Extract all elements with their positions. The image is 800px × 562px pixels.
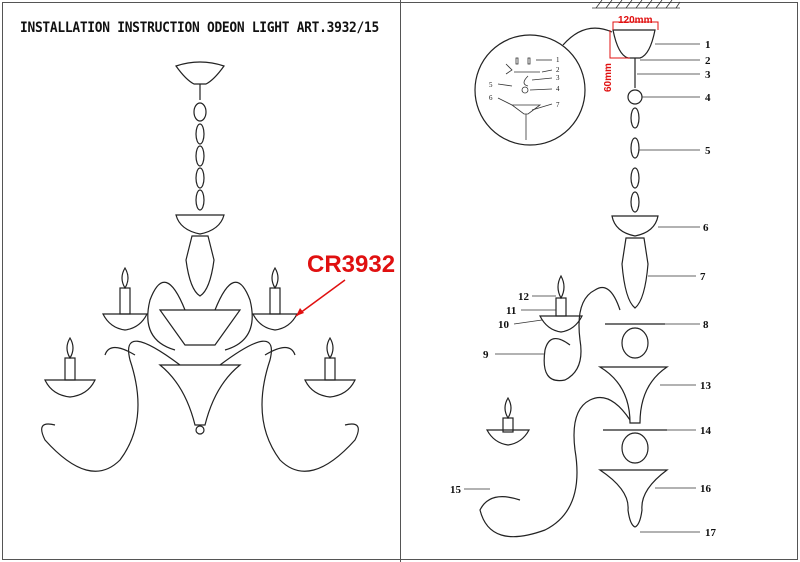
inset-label-2: 2 — [556, 66, 560, 74]
callout-8: 8 — [703, 319, 709, 331]
callout-12: 12 — [518, 291, 530, 303]
detail-inset: 1 2 3 4 5 6 7 — [474, 27, 613, 146]
inset-label-1: 1 — [556, 56, 560, 64]
dimension-height: 60mm — [603, 63, 614, 92]
callout-1: 1 — [705, 39, 711, 51]
inset-label-7: 7 — [556, 101, 560, 109]
callout-5: 5 — [705, 145, 711, 157]
model-label-arrow — [295, 279, 346, 317]
callout-4: 4 — [705, 92, 711, 104]
exploded-chandelier-drawing — [479, 29, 669, 538]
callout-leaders — [464, 43, 700, 533]
page-divider — [400, 0, 401, 562]
model-label: CR3932 — [307, 251, 395, 278]
inset-label-4: 4 — [556, 85, 560, 93]
inset-label-3: 3 — [556, 74, 560, 82]
inset-label-5: 5 — [489, 81, 493, 89]
callout-2: 2 — [705, 55, 711, 67]
dimension-width: 120mm — [618, 15, 653, 26]
callout-3: 3 — [705, 69, 711, 81]
dimension-lines — [609, 21, 659, 59]
callout-15: 15 — [450, 484, 462, 496]
callout-13: 13 — [700, 380, 712, 392]
callout-10: 10 — [498, 319, 510, 331]
page-title: INSTALLATION INSTRUCTION ODEON LIGHT ART… — [20, 20, 379, 36]
ceiling-hatch — [592, 0, 681, 9]
callout-9: 9 — [483, 349, 489, 361]
callout-6: 6 — [703, 222, 709, 234]
callout-14: 14 — [700, 425, 712, 437]
callout-11: 11 — [506, 305, 516, 317]
arrow-head-icon — [296, 308, 304, 316]
callout-16: 16 — [700, 483, 712, 495]
callout-7: 7 — [700, 271, 706, 283]
callout-17: 17 — [705, 527, 717, 539]
assembled-chandelier-drawing — [41, 61, 359, 472]
inset-label-6: 6 — [489, 94, 493, 102]
